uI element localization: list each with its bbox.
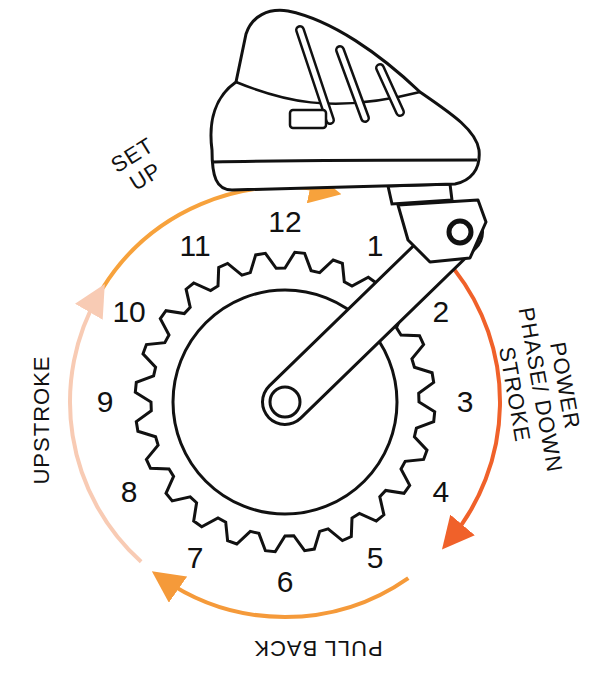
shoe-straps — [300, 30, 400, 120]
shoe-sole-line — [213, 160, 477, 162]
phase-label: POWER PHASE/ DOWN STROKE — [487, 295, 593, 485]
clock-number: 3 — [457, 385, 474, 420]
clock-number: 11 — [179, 229, 210, 264]
clock-number: 8 — [121, 475, 138, 510]
strap-buckle — [290, 110, 326, 128]
upstroke-arrow — [70, 295, 141, 562]
clock-number: 12 — [268, 205, 301, 240]
clock-number: 7 — [187, 541, 204, 576]
clock-number: 1 — [367, 229, 384, 264]
clock-number: 4 — [433, 475, 450, 510]
clock-number: 10 — [112, 295, 145, 330]
clock-number: 2 — [433, 295, 450, 330]
phase-label: UPSTROKE — [29, 355, 54, 484]
power-arrow — [450, 270, 500, 541]
clock-number: 6 — [277, 565, 294, 600]
crank-bolt — [270, 387, 300, 417]
pedal-body — [398, 200, 486, 262]
clock-number: 9 — [97, 385, 114, 420]
phase-label: PULL BACK — [253, 635, 382, 660]
stroke-arrows — [70, 187, 500, 617]
cycling-shoe — [211, 10, 479, 190]
clock-number: 5 — [367, 541, 384, 576]
shoe-straps-fill — [300, 30, 400, 120]
pedal-spindle — [449, 221, 471, 243]
phase-label: SET UP — [106, 133, 171, 200]
